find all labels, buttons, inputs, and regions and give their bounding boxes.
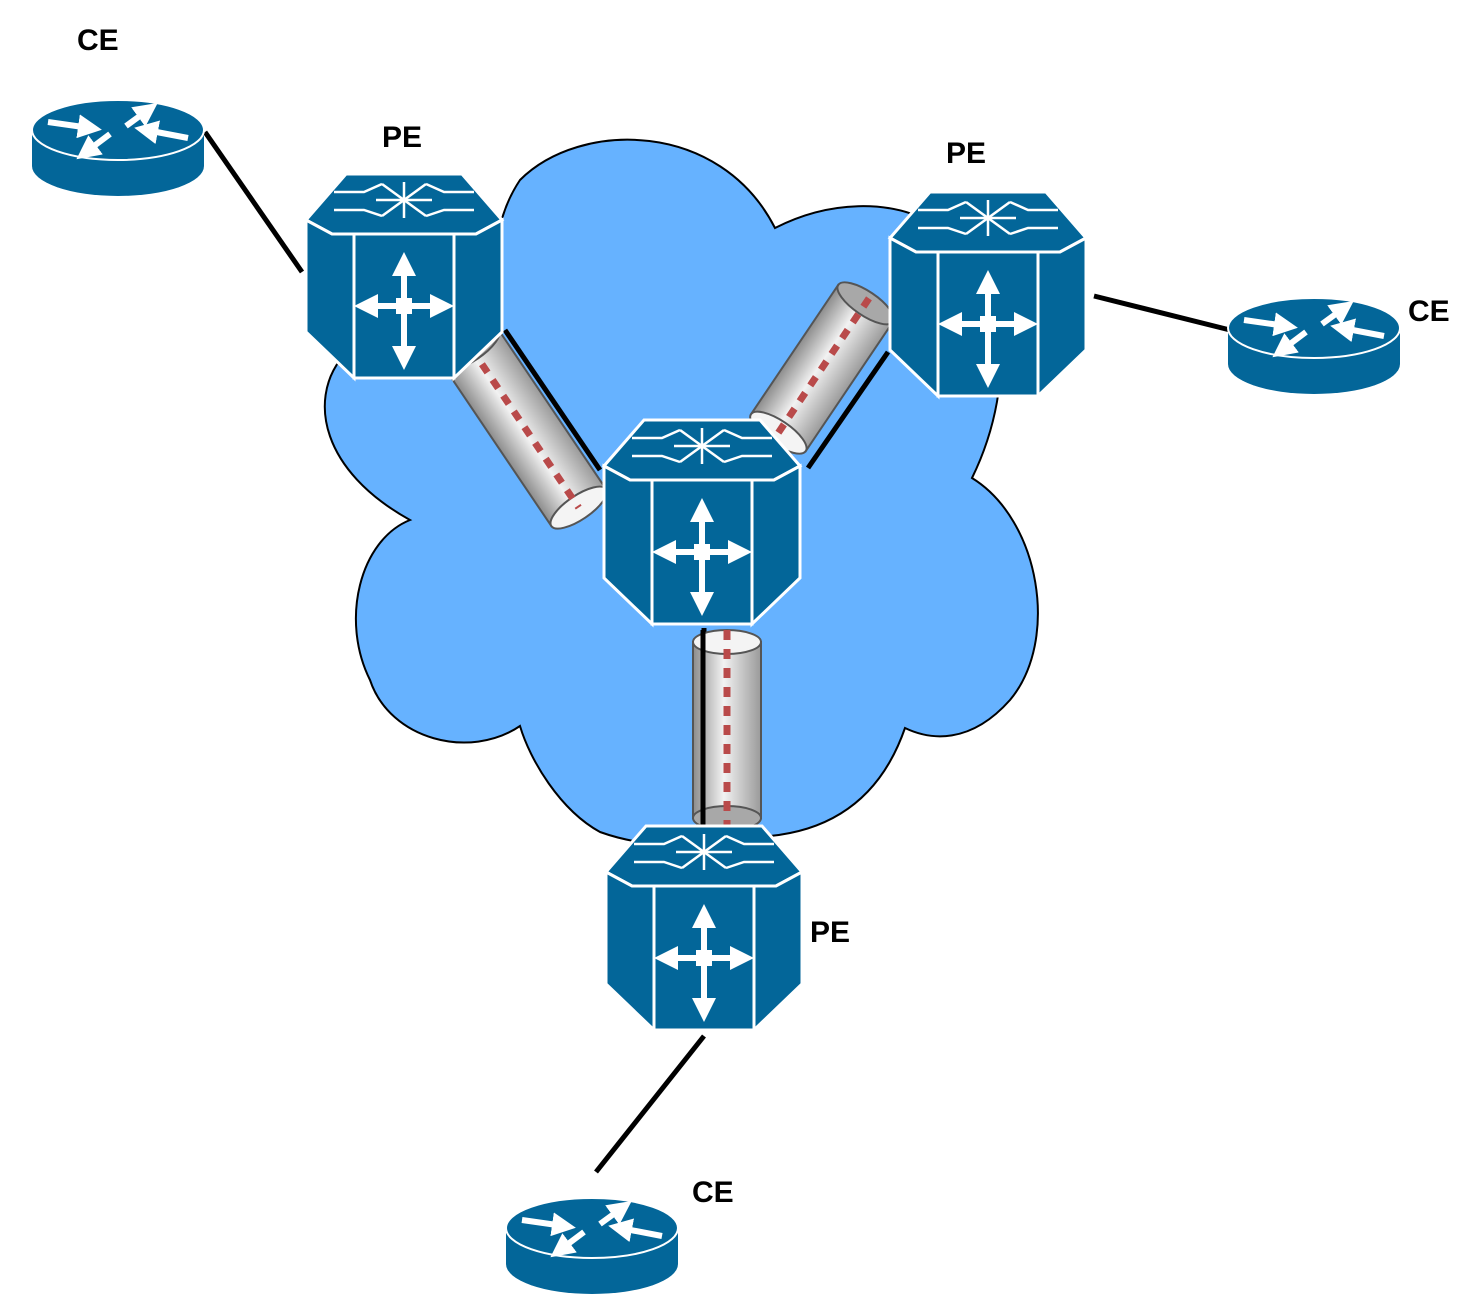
multilayer-switch-icon[interactable] (604, 420, 800, 624)
tunnel-icon (692, 629, 762, 831)
pe-label-bottom: PE (810, 916, 850, 949)
pe-label-top-left: PE (382, 121, 422, 154)
tunnel-icon (749, 281, 895, 455)
pe-label-top-right: PE (946, 137, 986, 170)
ce-label-bottom: CE (692, 1176, 734, 1209)
router-icon[interactable] (1228, 298, 1400, 394)
multilayer-switch-icon[interactable] (890, 192, 1086, 396)
link-ce-pe-top-left (202, 130, 305, 274)
multilayer-switch-icon[interactable] (306, 174, 502, 378)
router-icon[interactable] (506, 1198, 678, 1294)
link-pe-top-left-core (502, 328, 603, 472)
link-pe-top-right-core (805, 350, 891, 470)
ce-label-top-left: CE (77, 24, 119, 57)
router-icon[interactable] (32, 100, 204, 196)
link-ce-pe-bottom (594, 1034, 706, 1174)
ce-label-right: CE (1408, 295, 1450, 328)
multilayer-switch-icon[interactable] (606, 826, 802, 1030)
link-ce-pe-right (1093, 293, 1231, 333)
